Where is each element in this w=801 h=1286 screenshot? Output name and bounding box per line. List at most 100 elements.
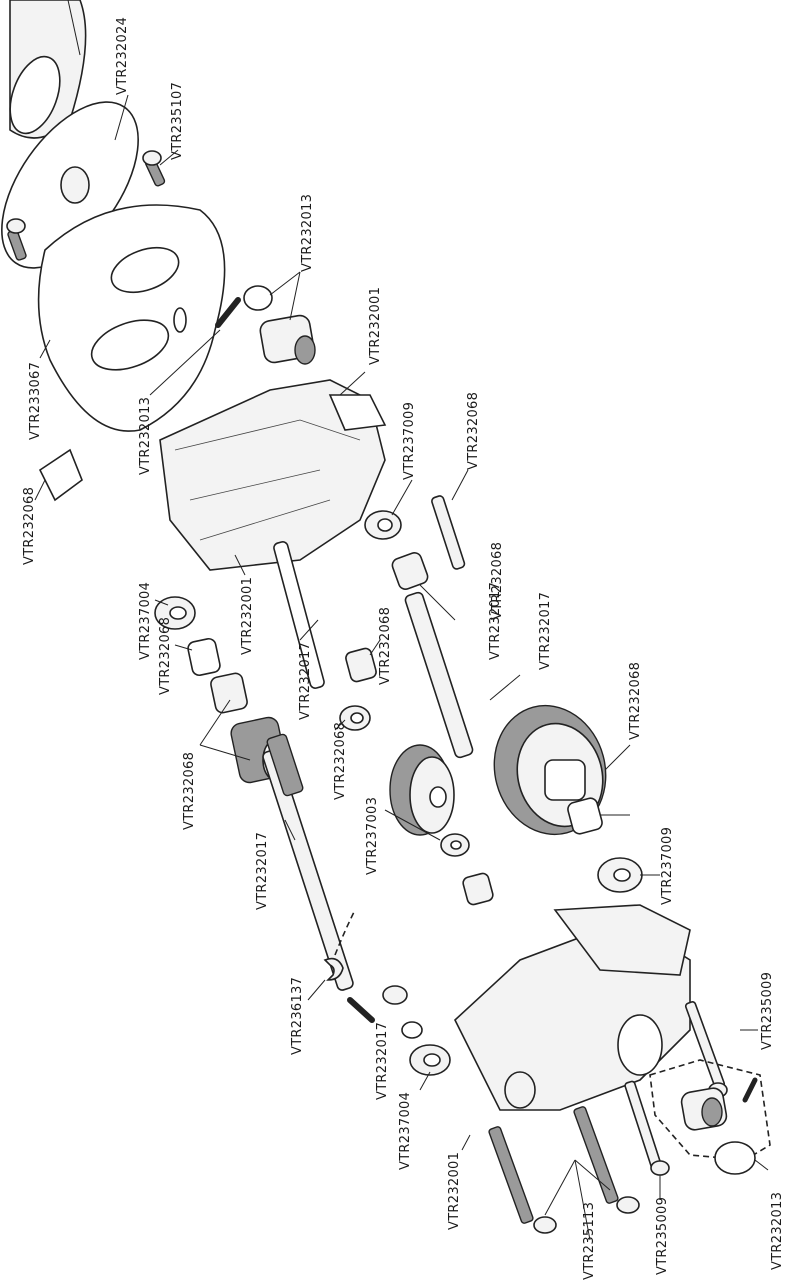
- leader-l31: [754, 1159, 769, 1171]
- leader-l08: [391, 479, 413, 516]
- leader-l07: [34, 479, 46, 501]
- part-label: VTR237003: [365, 796, 380, 875]
- part-label: VTR232013: [138, 396, 153, 475]
- motor-plate-hole-1: [110, 246, 180, 294]
- ring-232013: [243, 285, 273, 311]
- leader-l22: [604, 744, 631, 771]
- part-label: VTR232068: [182, 751, 197, 830]
- clip-dash: [334, 909, 356, 956]
- part-label: VTR232017: [375, 1021, 390, 1100]
- bushing-232068-d: [462, 872, 494, 906]
- part-label: VTR232068: [466, 391, 481, 470]
- part-label: VTR232024: [115, 16, 130, 95]
- top-ring-inner: [9, 55, 61, 135]
- cylinder-232013-lower: [680, 1087, 728, 1131]
- shaft-232017-right: [404, 591, 474, 759]
- motor-plate: [37, 204, 226, 432]
- part-label: VTR232068: [158, 616, 173, 695]
- main-shaft-left: [262, 733, 408, 1005]
- part-label: VTR237004: [138, 581, 153, 660]
- gearbox-lower-top: [553, 904, 691, 976]
- leader-top: [67, 0, 81, 56]
- gearbox-half-upper: [159, 379, 386, 571]
- bushing-232068-c: [210, 672, 248, 714]
- leader-l11: [234, 554, 246, 576]
- part-label: VTR237004: [398, 1091, 413, 1170]
- leader-l04: [39, 339, 51, 359]
- part-label: VTR235009: [655, 1196, 670, 1275]
- leader-l21: [489, 674, 521, 701]
- leader-l09: [451, 469, 469, 501]
- bushing-232068-a: [391, 552, 429, 590]
- part-label: VTR232013: [300, 193, 315, 272]
- spur-plate-hub: [60, 166, 90, 204]
- part-label: VTR232001: [447, 1151, 462, 1230]
- leader-l03b: [289, 271, 301, 321]
- part-label: VTR235113: [582, 1201, 597, 1280]
- washer: [401, 1021, 423, 1039]
- leader-l17: [419, 584, 456, 621]
- leader-l18b: [199, 744, 251, 761]
- ring-lower: [714, 1141, 756, 1175]
- part-label: VTR232017: [298, 641, 313, 720]
- part-label: VTR232068: [628, 661, 643, 740]
- motor-plate-hole-2: [90, 319, 170, 371]
- clip-236137: [323, 957, 344, 981]
- leader-l05: [149, 329, 221, 396]
- part-label: VTR232013: [770, 1191, 785, 1270]
- leader-l19: [334, 719, 346, 731]
- leader-l30c: [574, 1159, 591, 1241]
- leader-l12: [174, 644, 193, 651]
- leader-l16: [284, 819, 296, 841]
- leader-l20: [384, 809, 441, 841]
- leader-l26: [419, 1071, 431, 1091]
- screw-235009-upper: [684, 1001, 728, 1098]
- pin-232013: [215, 297, 241, 328]
- part-label: VTR232068: [490, 541, 505, 620]
- small-shaft-232068: [431, 495, 466, 570]
- part-label: VTR237009: [402, 401, 417, 480]
- dashed-group: [649, 1059, 771, 1161]
- gearbox-tab: [328, 394, 387, 431]
- leader-l02: [159, 149, 179, 166]
- part-label: VTR232068: [22, 486, 37, 565]
- part-label: VTR232068: [333, 721, 348, 800]
- part-label: VTR235107: [170, 81, 185, 160]
- part-label: VTR232001: [368, 286, 383, 365]
- pin-shaft-center: [273, 541, 325, 689]
- part-label: VTR232017: [538, 591, 553, 670]
- leader-l30a: [544, 1159, 576, 1216]
- leader-l14: [299, 619, 319, 641]
- screws-235113: [488, 1106, 640, 1234]
- gearbox-lower-hole: [617, 1014, 663, 1076]
- part-label: VTR235009: [760, 971, 775, 1050]
- leader-l01: [114, 94, 129, 141]
- motor-plate-slot: [173, 307, 187, 333]
- screw-left: [6, 218, 27, 261]
- leader-l18a: [199, 699, 231, 746]
- part-label: VTR232001: [240, 576, 255, 655]
- bushing-232068-b: [345, 647, 377, 683]
- part-label: VTR233067: [28, 361, 43, 440]
- screw-235107: [142, 150, 166, 187]
- part-label: VTR237009: [660, 826, 675, 905]
- leader-l30b: [574, 1159, 611, 1191]
- double-gear: [389, 744, 455, 836]
- part-label: VTR236137: [290, 976, 305, 1055]
- bushing-237009: [567, 797, 603, 835]
- bushing-232017-left: [187, 637, 221, 677]
- leader-l24: [307, 979, 326, 1001]
- pin-232017: [347, 997, 375, 1023]
- leader-l15: [369, 639, 381, 656]
- cylinder-232013: [259, 314, 316, 365]
- part-label: VTR232017: [255, 831, 270, 910]
- leader-l10: [154, 599, 169, 606]
- leader-l03a: [269, 271, 301, 296]
- screw-235009-lower: [624, 1080, 670, 1176]
- part-label: VTR232068: [378, 606, 393, 685]
- leader-l28: [461, 1134, 471, 1151]
- leader-l06: [339, 371, 366, 396]
- cover-232068: [38, 448, 83, 502]
